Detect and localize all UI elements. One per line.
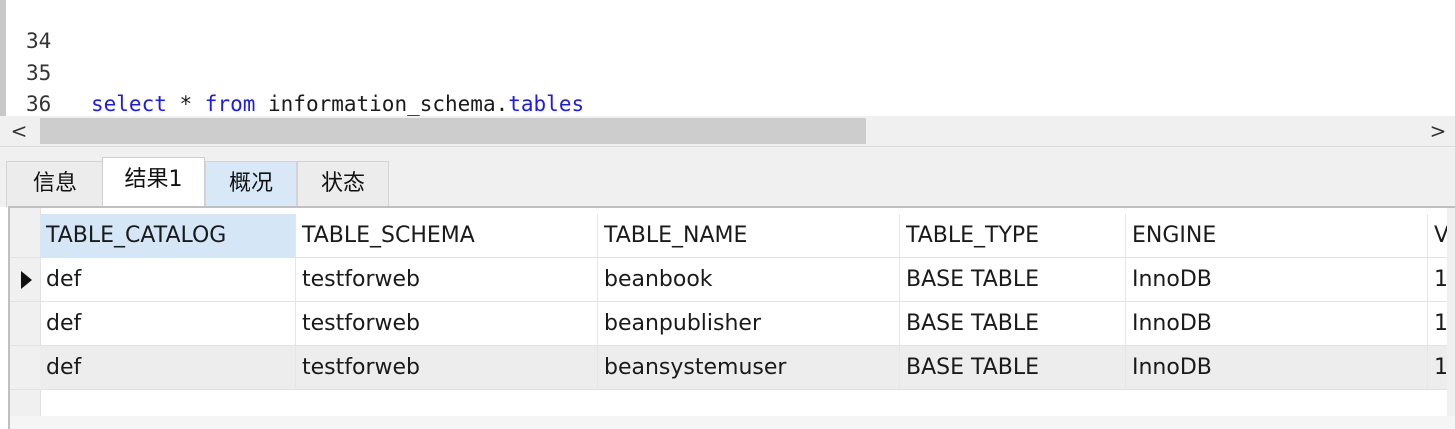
column-header-table-name[interactable]: TABLE_NAME — [598, 214, 900, 257]
scroll-right-arrow-icon[interactable]: > — [1429, 119, 1447, 143]
sql-text: * — [166, 92, 205, 116]
code-text[interactable]: select * from information_schema.tables — [91, 89, 584, 116]
sql-keyword: from — [204, 92, 256, 116]
line-number: 34 — [26, 29, 52, 53]
cell-table-type[interactable]: BASE TABLE — [900, 346, 1126, 389]
cell-engine[interactable]: InnoDB — [1126, 302, 1428, 345]
column-header-engine[interactable]: ENGINE — [1126, 214, 1428, 257]
column-header-table-schema[interactable]: TABLE_SCHEMA — [296, 214, 598, 257]
result-tab-bar: 信息 结果1 概况 状态 — [0, 146, 1455, 208]
column-header-table-type[interactable]: TABLE_TYPE — [900, 214, 1126, 257]
column-header-table-catalog[interactable]: TABLE_CATALOG — [40, 214, 296, 257]
sql-text: information_schema. — [255, 92, 509, 116]
cell-table-catalog[interactable]: def — [40, 258, 296, 301]
table-row[interactable]: def testforweb beanpublisher BASE TABLE … — [10, 302, 1455, 346]
editor-left-border — [0, 0, 6, 116]
table-row[interactable]: def testforweb beansystemuser BASE TABLE… — [10, 346, 1455, 390]
editor-line-34[interactable]: 34 — [0, 0, 51, 53]
sql-editor[interactable]: 34 35 select * from information_schema.t… — [0, 0, 1455, 116]
cell-table-name[interactable]: beansystemuser — [598, 346, 900, 389]
cell-table-name[interactable]: beanpublisher — [598, 302, 900, 345]
grid-vertical-scrollbar[interactable] — [1447, 208, 1455, 429]
sql-keyword: tables — [508, 92, 585, 116]
table-row[interactable]: def testforweb beanbook BASE TABLE InnoD… — [10, 258, 1455, 302]
editor-line-35[interactable]: 35 select * from information_schema.tabl… — [0, 27, 584, 116]
row-header-column — [10, 208, 41, 429]
current-row-indicator-icon — [21, 271, 32, 289]
tab-profile[interactable]: 概况 — [205, 161, 297, 207]
cell-table-catalog[interactable]: def — [40, 346, 296, 389]
grid-header-row: TABLE_CATALOG TABLE_SCHEMA TABLE_NAME TA… — [10, 214, 1455, 258]
cell-table-schema[interactable]: testforweb — [296, 302, 598, 345]
tab-info[interactable]: 信息 — [6, 161, 104, 207]
scrollbar-thumb[interactable] — [40, 118, 866, 144]
cell-table-catalog[interactable]: def — [40, 302, 296, 345]
grid-horizontal-scrollbar[interactable] — [10, 416, 1455, 429]
result-grid[interactable]: TABLE_CATALOG TABLE_SCHEMA TABLE_NAME TA… — [8, 206, 1455, 429]
sql-keyword: select — [91, 92, 167, 116]
cell-table-schema[interactable]: testforweb — [296, 258, 598, 301]
cell-table-type[interactable]: BASE TABLE — [900, 258, 1126, 301]
editor-horizontal-scrollbar[interactable]: < > — [0, 116, 1455, 146]
editor-line-36[interactable]: 36 where table_schema="testforweb" and t… — [0, 58, 51, 116]
scroll-left-arrow-icon[interactable]: < — [10, 119, 28, 143]
cell-table-schema[interactable]: testforweb — [296, 346, 598, 389]
cell-engine[interactable]: InnoDB — [1126, 346, 1428, 389]
line-number: 35 — [26, 61, 52, 85]
tab-status[interactable]: 状态 — [297, 161, 389, 207]
cell-table-type[interactable]: BASE TABLE — [900, 302, 1126, 345]
tab-result-1[interactable]: 结果1 — [102, 157, 205, 208]
cell-table-name[interactable]: beanbook — [598, 258, 900, 301]
editor-line-37[interactable]: 37 — [0, 90, 51, 116]
cell-engine[interactable]: InnoDB — [1126, 258, 1428, 301]
line-number: 36 — [26, 92, 52, 116]
